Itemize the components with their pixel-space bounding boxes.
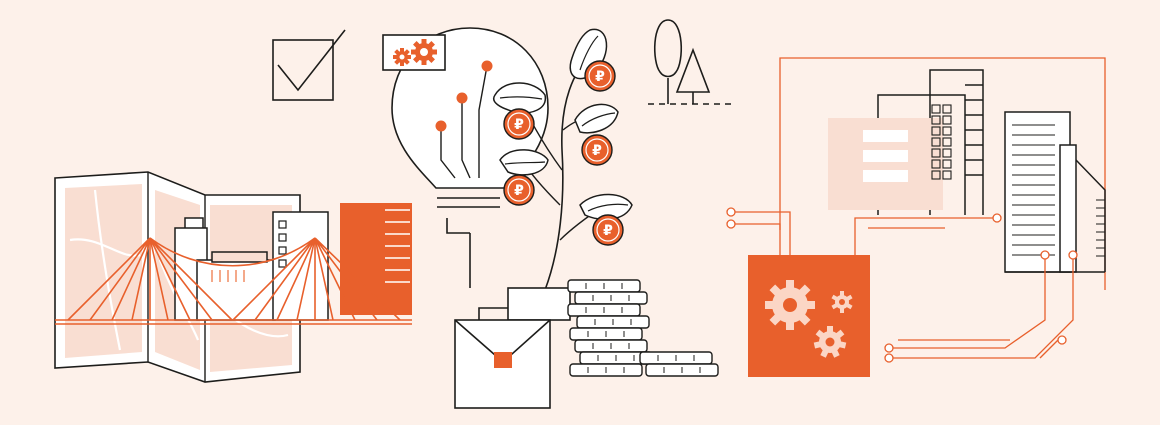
circuit-nodes [726,207,1078,363]
ruble-coins: ₽ ₽ ₽ ₽ ₽ [503,60,624,246]
ruble-coin: ₽ [584,60,616,92]
coin-layer [567,303,641,317]
trees-icon [648,19,732,105]
ruble-symbol: ₽ [603,223,613,239]
ruble-symbol: ₽ [592,143,602,159]
gear-panel-icon [748,255,870,377]
gear-icon [765,280,815,330]
gears-icon [382,34,446,71]
gear-icon [831,291,853,313]
ruble-symbol: ₽ [514,117,524,133]
coin-stack-icon [567,279,719,377]
money-plant-icon [493,28,633,291]
coin-layer [569,327,643,341]
circuit-lines-icon [735,211,1074,359]
office-buildings-icon [779,57,1106,290]
coin-layer [645,363,719,377]
ruble-coin: ₽ [503,174,535,206]
ruble-symbol: ₽ [595,69,605,85]
bridge-icon [55,237,412,325]
briefcase-icon [454,287,571,409]
city-map-icon [54,171,412,383]
gear-icon [813,326,847,358]
coin-layer [576,315,650,329]
coin-layer [574,291,648,305]
coin-layer [639,351,713,365]
coin-layer [567,279,641,293]
coin-layer [574,339,648,353]
ruble-coin: ₽ [581,134,613,166]
checkbox-icon [272,29,346,101]
ruble-coin: ₽ [503,108,535,140]
coin-layer [569,363,643,377]
ruble-coin: ₽ [592,214,624,246]
ruble-symbol: ₽ [514,183,524,199]
